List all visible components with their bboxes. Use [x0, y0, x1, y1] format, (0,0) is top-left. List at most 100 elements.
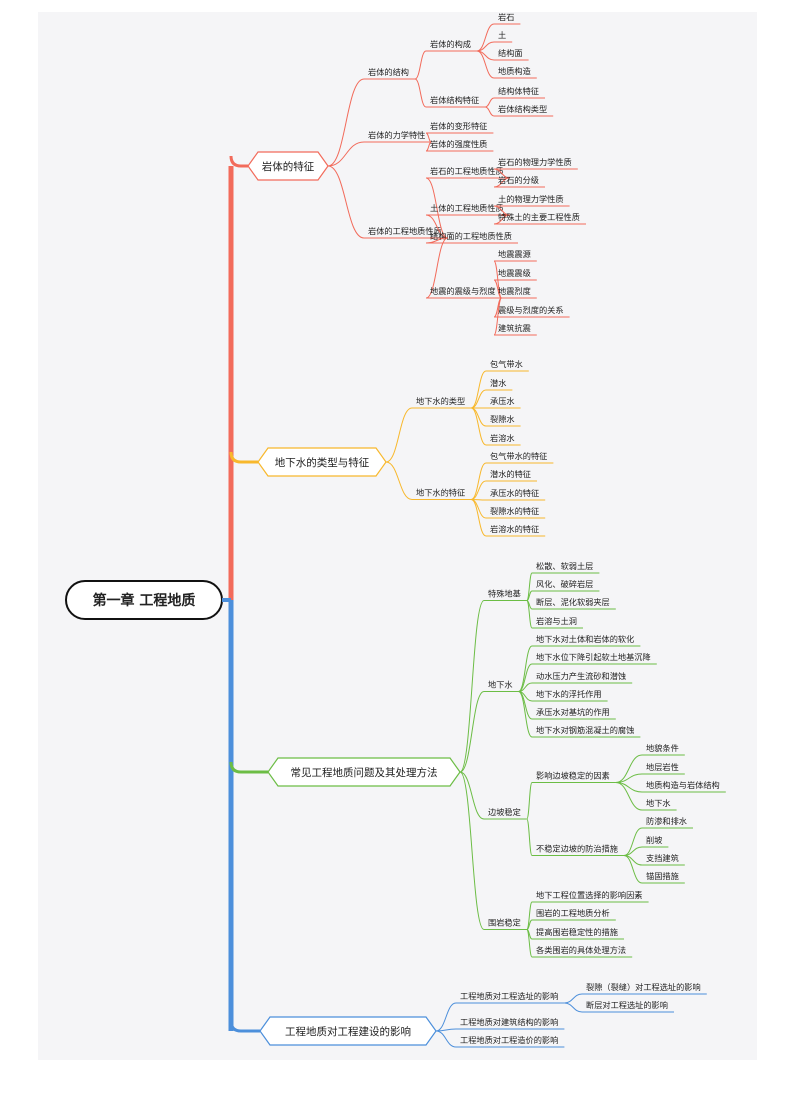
node-label: 地下水的类型	[416, 396, 465, 406]
node-label: 岩体的力学特性	[368, 130, 425, 140]
edge	[471, 480, 487, 500]
edge	[518, 645, 533, 692]
edge	[385, 407, 413, 463]
node-label: 特殊地基	[488, 589, 521, 599]
edge	[518, 663, 533, 692]
edge	[493, 279, 502, 299]
node-label: 地下水的特征	[416, 488, 465, 498]
node-label: 包气带水的特征	[490, 451, 547, 461]
branch-label: 地下水的类型与特征	[275, 456, 370, 469]
node-label: 风化、破碎岩层	[536, 579, 593, 589]
node-label: 地下工程位置选择的影响因素	[536, 890, 642, 900]
edge	[327, 141, 365, 167]
edge	[476, 50, 495, 79]
node-label: 不稳定边坡的防治措施	[536, 844, 618, 854]
node-label: 地震烈度	[498, 286, 531, 296]
node-label: 影响边坡稳定的因素	[536, 771, 610, 781]
node-label: 地质构造	[498, 66, 531, 76]
branch-label: 常见工程地质问题及其处理方法	[291, 766, 438, 779]
branch-label: 工程地质对工程建设的影响	[285, 1025, 411, 1038]
node-label: 岩石的物理力学性质	[498, 157, 572, 167]
edge	[471, 407, 487, 427]
edge	[327, 78, 365, 167]
node-label: 支挡建筑	[646, 853, 679, 863]
node-label: 边坡稳定	[488, 807, 521, 817]
node-label: 岩体的强度性质	[430, 139, 487, 149]
node-label: 岩溶水的特征	[490, 524, 539, 534]
node-label: 地下水位下降引起软土地基沉降	[536, 652, 651, 662]
node-label: 岩石的工程地质性质	[430, 166, 504, 176]
node-label: 震级与烈度的关系	[498, 305, 564, 315]
node-label: 建筑抗震	[498, 323, 531, 333]
edge	[414, 78, 427, 108]
edge	[425, 214, 448, 239]
node-label: 承压水的特征	[490, 488, 539, 498]
edge	[385, 461, 413, 500]
node-label: 断层对工程选址的影响	[586, 1000, 668, 1010]
edge	[615, 754, 643, 783]
edge	[425, 177, 449, 239]
node-label: 动水压力产生流砂和潜蚀	[536, 671, 626, 681]
edge	[526, 818, 533, 856]
node-label: 各类围岩的具体处理方法	[536, 945, 626, 955]
edge	[470, 407, 487, 446]
node-label: 地震的震级与烈度	[430, 286, 496, 296]
node-label: 岩体的工程地质性质	[368, 226, 442, 236]
edge	[493, 297, 503, 336]
node-label: 地下水对土体和岩体的软化	[536, 634, 634, 644]
edge	[435, 1002, 457, 1032]
edge	[471, 389, 487, 409]
edge	[459, 771, 485, 820]
node-label: 工程地质对工程造价的影响	[460, 1035, 558, 1045]
node-label: 结构面的工程地质性质	[430, 231, 512, 241]
node-label: 地下水对钢筋混凝土的腐蚀	[536, 725, 634, 735]
edge	[425, 237, 449, 299]
edge	[459, 600, 485, 773]
edge	[470, 462, 487, 500]
edge	[476, 23, 495, 52]
node-label: 裂隙（裂缝）对工程选址的影响	[586, 982, 701, 992]
node-label: 地震震级	[498, 268, 531, 278]
edge	[414, 50, 427, 80]
node-label: 地震震源	[498, 249, 531, 259]
branch-connector	[229, 1020, 260, 1033]
node-label: 包气带水	[490, 359, 523, 369]
node-label: 地下水	[488, 680, 513, 690]
node-label: 松散、软弱土层	[536, 561, 593, 571]
node-label: 岩体结构特征	[430, 95, 479, 105]
node-label: 岩体的结构	[368, 67, 409, 77]
node-label: 潜水	[490, 378, 506, 388]
node-label: 断层、泥化软弱夹层	[536, 597, 610, 607]
branch-connector	[229, 451, 258, 464]
node-label: 土的物理力学性质	[498, 194, 564, 204]
edge	[459, 691, 485, 773]
edge	[471, 499, 487, 519]
node-label: 土体的工程地质性质	[430, 203, 504, 213]
node-label: 锚固措施	[646, 871, 679, 881]
edge	[485, 106, 495, 117]
node-label: 岩石的分级	[498, 175, 539, 185]
node-label: 岩溶与土洞	[536, 616, 577, 626]
node-label: 岩石	[498, 12, 514, 22]
node-label: 岩体结构类型	[498, 104, 547, 114]
branch-label: 岩体的特征	[262, 160, 315, 173]
node-label: 结构面	[498, 48, 523, 58]
root-label: 第一章 工程地质	[93, 592, 196, 609]
node-label: 工程地质对工程选址的影响	[460, 991, 558, 1001]
node-label: 地层岩性	[646, 762, 679, 772]
node-label: 地质构造与岩体结构	[646, 780, 720, 790]
node-label: 围岩稳定	[488, 918, 521, 928]
node-label: 裂隙水的特征	[490, 506, 539, 516]
edge	[526, 929, 533, 958]
node-label: 承压水对基坑的作用	[536, 707, 610, 717]
node-label: 提高围岩稳定性的措施	[536, 927, 618, 937]
edge	[518, 691, 533, 738]
mindmap-svg: 第一章 工程地质岩体的特征岩体的结构岩体的构成岩石土结构面地质构造岩体结构特征结…	[65, 12, 726, 1048]
node-label: 削坡	[646, 835, 662, 845]
node-label: 岩溶水	[490, 433, 515, 443]
node-label: 承压水	[490, 396, 515, 406]
node-label: 岩体的变形特征	[430, 121, 487, 131]
edge	[526, 600, 533, 629]
node-label: 特殊土的主要工程性质	[498, 212, 580, 222]
branch-connector	[229, 155, 248, 168]
